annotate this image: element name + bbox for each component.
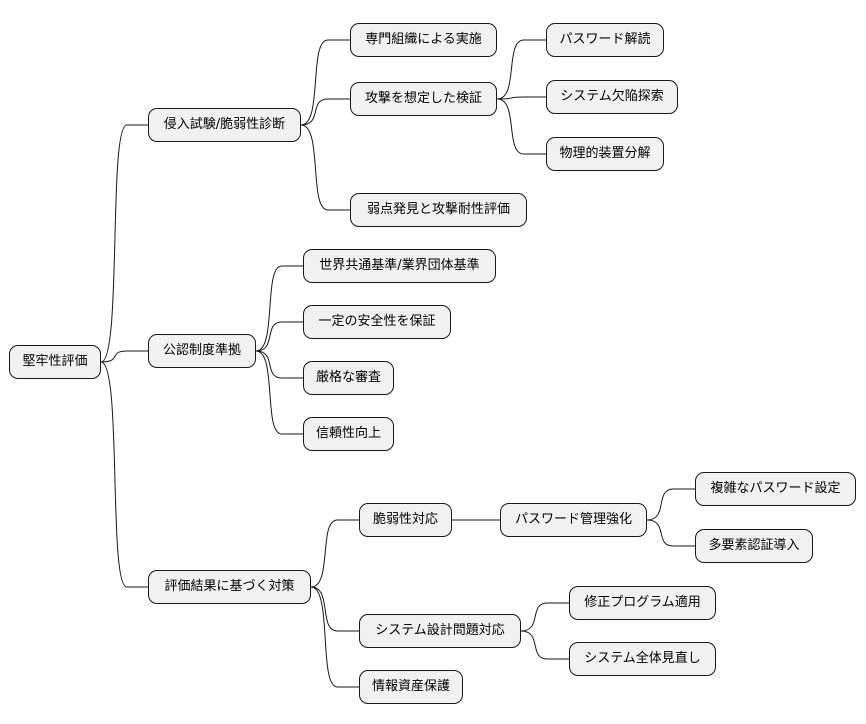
connector-node-standards bbox=[255, 265, 303, 352]
node-weakness-evaluation: 弱点発見と攻撃耐性評価 bbox=[350, 193, 527, 227]
node-strict-review: 厳格な審査 bbox=[303, 361, 394, 395]
connector-node-reliability bbox=[255, 350, 303, 435]
connector-node-patch-application bbox=[520, 602, 569, 632]
node-expert-organization: 専門組織による実施 bbox=[350, 23, 497, 57]
connector-branch-certification bbox=[100, 350, 148, 363]
connector-node-system-design-response bbox=[310, 586, 359, 632]
branch-certification: 公認制度準拠 bbox=[148, 334, 256, 368]
node-system-flaw-search: システム欠陥探索 bbox=[546, 80, 678, 114]
node-info-asset-protection: 情報資産保護 bbox=[359, 670, 463, 704]
connector-node-weakness-evaluation bbox=[300, 124, 350, 211]
connector-branch-countermeasures bbox=[100, 361, 148, 588]
node-physical-disassembly: 物理的装置分解 bbox=[546, 137, 664, 171]
connector-node-vulnerability-response bbox=[310, 519, 359, 588]
connector-node-mfa bbox=[646, 519, 695, 547]
branch-countermeasures: 評価結果に基づく対策 bbox=[148, 570, 311, 604]
root-node: 堅牢性評価 bbox=[9, 345, 101, 379]
node-safety-guarantee: 一定の安全性を保証 bbox=[303, 305, 451, 339]
connector-node-strict-review bbox=[255, 350, 303, 379]
connector-node-safety-guarantee bbox=[255, 321, 303, 352]
node-reliability: 信頼性向上 bbox=[303, 417, 394, 451]
connector-node-password-cracking bbox=[496, 39, 546, 100]
node-mfa: 多要素認証導入 bbox=[695, 529, 813, 563]
node-attack-verification: 攻撃を想定した検証 bbox=[350, 82, 497, 116]
connector-branch-penetration-testing bbox=[100, 124, 148, 363]
node-complex-password: 複雑なパスワード設定 bbox=[695, 472, 856, 506]
node-system-design-response: システム設計問題対応 bbox=[359, 614, 521, 648]
node-patch-application: 修正プログラム適用 bbox=[569, 586, 716, 620]
connector-node-attack-verification bbox=[300, 98, 350, 126]
branch-penetration-testing: 侵入試験/脆弱性診断 bbox=[148, 108, 301, 142]
connector-node-expert-organization bbox=[300, 39, 350, 126]
connector-node-system-flaw-search bbox=[496, 96, 546, 100]
node-password-cracking: パスワード解読 bbox=[546, 23, 664, 57]
node-standards: 世界共通基準/業界団体基準 bbox=[303, 249, 496, 283]
node-system-review: システム全体見直し bbox=[569, 642, 716, 676]
connector-node-physical-disassembly bbox=[496, 98, 546, 155]
node-vulnerability-response: 脆弱性対応 bbox=[359, 503, 452, 537]
node-password-management: パスワード管理強化 bbox=[500, 503, 647, 537]
connector-node-complex-password bbox=[646, 488, 695, 521]
connector-node-system-review bbox=[520, 630, 569, 660]
connector-node-info-asset-protection bbox=[310, 586, 359, 688]
